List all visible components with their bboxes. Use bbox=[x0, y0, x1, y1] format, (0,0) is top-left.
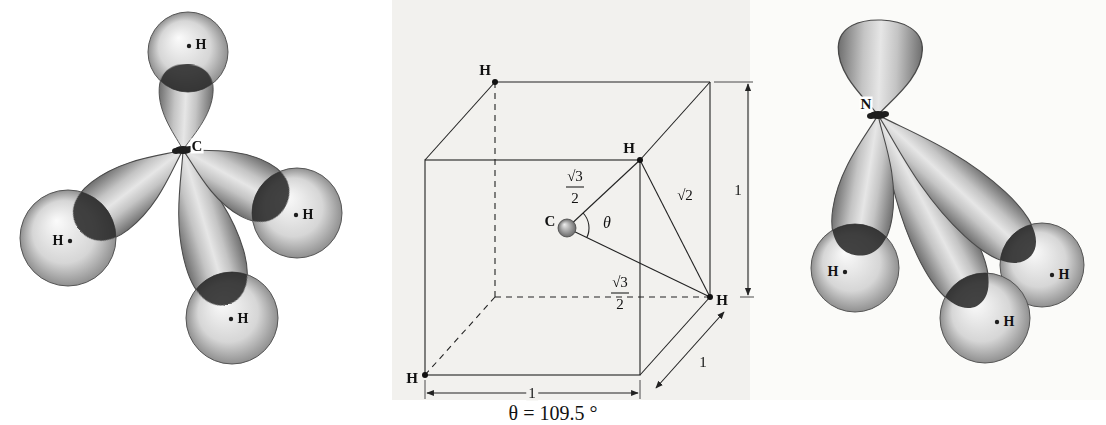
atom-label: H bbox=[479, 63, 491, 78]
length-label: √2 bbox=[677, 188, 693, 203]
dimension-label: 1 bbox=[526, 386, 538, 401]
length-label: 2 bbox=[616, 297, 624, 312]
atom-label: H bbox=[303, 208, 314, 222]
atom-label: H bbox=[196, 38, 207, 52]
page-panel bbox=[750, 0, 1106, 400]
length-label: √3 bbox=[612, 275, 628, 290]
atom-label: H bbox=[623, 141, 635, 156]
atom-label: H bbox=[1059, 268, 1070, 282]
atom-label: H bbox=[716, 293, 728, 308]
page-panel bbox=[392, 0, 750, 400]
atom-label: H bbox=[1004, 315, 1015, 329]
atom-label: H bbox=[238, 312, 249, 326]
angle-label: θ bbox=[603, 215, 611, 231]
ammonia-orbitals bbox=[811, 19, 1084, 363]
cube-geometry bbox=[425, 82, 754, 399]
figure-caption: θ = 109.5 ° bbox=[509, 403, 598, 423]
atom-label: H bbox=[406, 371, 418, 386]
dimension-label: 1 bbox=[699, 355, 707, 370]
atom-label: H bbox=[828, 265, 839, 279]
length-label: 2 bbox=[571, 191, 579, 206]
atom-label: N bbox=[860, 97, 873, 112]
dimension-label: 1 bbox=[734, 183, 742, 198]
atom-label: C bbox=[545, 214, 556, 229]
atom-label: H bbox=[53, 234, 64, 248]
atom-label: C bbox=[191, 139, 204, 154]
atom-markers bbox=[422, 79, 713, 378]
methane-orbitals bbox=[20, 12, 342, 364]
length-label: √3 bbox=[567, 169, 583, 184]
